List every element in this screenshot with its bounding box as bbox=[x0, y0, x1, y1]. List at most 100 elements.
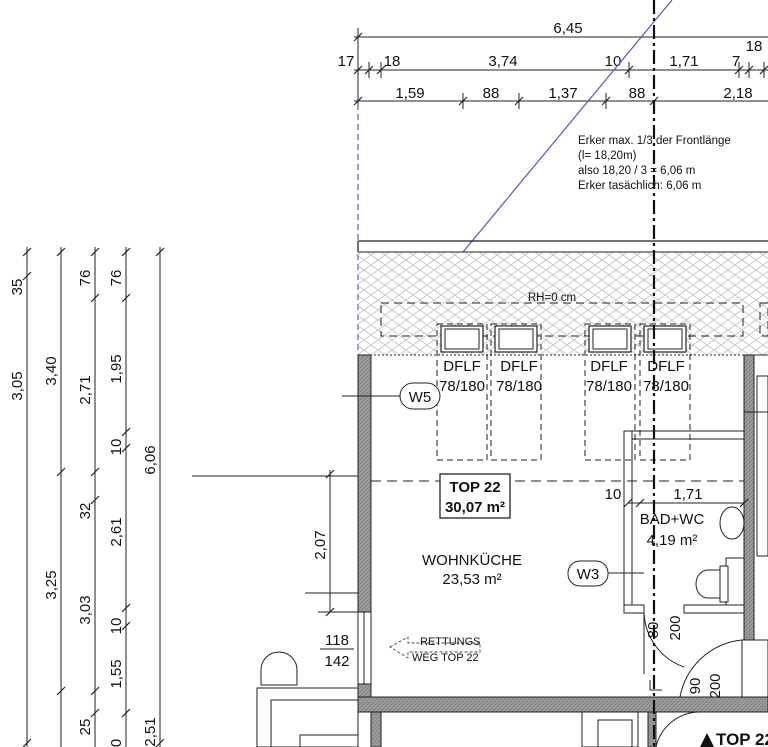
corridor-wall bbox=[741, 639, 768, 698]
dim-r3-a: 1,59 bbox=[395, 85, 424, 102]
window-height: 142 bbox=[324, 653, 349, 670]
note-line-1: Erker max. 1/3 der Frontlänge bbox=[578, 135, 731, 147]
skylight-2 bbox=[490, 323, 542, 461]
outside-lower-detail bbox=[299, 734, 359, 747]
note-line-3: also 18,20 / 3 = 6,06 m bbox=[578, 165, 695, 177]
skylight-1-type: DFLF bbox=[443, 358, 481, 375]
w5-label: W5 bbox=[409, 389, 432, 406]
bath-left-wall bbox=[623, 430, 633, 614]
dim-c3-b: 2,71 bbox=[77, 375, 94, 404]
unit-area: 30,07 m² bbox=[445, 499, 505, 516]
dim-total-width: 6,45 bbox=[553, 20, 582, 37]
skylight-2-size: 78/180 bbox=[496, 378, 542, 395]
entry-door-width: 90 bbox=[687, 678, 704, 695]
skylight-4-type: DFLF bbox=[647, 358, 685, 375]
note-line-4: Erker tasächlich: 6,06 m bbox=[578, 180, 701, 192]
dim-c2-b: 3,25 bbox=[43, 570, 60, 599]
top-dimension-ticks bbox=[353, 32, 768, 106]
dim-c4-a: 76 bbox=[108, 270, 125, 287]
dim-c3-d: 3,03 bbox=[77, 595, 94, 624]
dim-r3-b: 88 bbox=[483, 85, 500, 102]
bath-dim-b: 1,71 bbox=[673, 486, 702, 503]
dim-c2-a: 3,40 bbox=[43, 356, 60, 385]
entry-door-height: 200 bbox=[707, 673, 724, 698]
room-bad-name: BAD+WC bbox=[640, 511, 705, 528]
bath-bottom-wall-left bbox=[623, 604, 645, 614]
left-dimension-lines bbox=[26, 247, 360, 747]
dim-c3-a: 76 bbox=[77, 270, 94, 287]
skylight-4-size: 78/180 bbox=[643, 378, 689, 395]
bottom-door-post bbox=[647, 711, 657, 747]
left-dimension-ticks bbox=[22, 247, 335, 747]
room-bad-area: 4,19 m² bbox=[647, 532, 698, 549]
lower-door-swing bbox=[655, 711, 701, 747]
erker-diagonal-line bbox=[462, 0, 673, 253]
dim-r2-f: 7 bbox=[732, 53, 740, 70]
dim-r2-g: 18 bbox=[746, 38, 763, 55]
dim-inner-height: 2,07 bbox=[312, 530, 329, 559]
toilet-tank-icon bbox=[719, 565, 729, 603]
toilet-icon bbox=[695, 569, 721, 599]
bath-door-height: 200 bbox=[667, 615, 684, 640]
dim-r3-d: 88 bbox=[629, 85, 646, 102]
dim-r2-a: 17 bbox=[338, 53, 355, 70]
room-wohnkueche-name: WOHNKÜCHE bbox=[422, 551, 522, 569]
right-neighbour-wall bbox=[756, 375, 768, 557]
entry-label: TOP 22 bbox=[716, 730, 768, 747]
bath-door-swing bbox=[643, 612, 685, 674]
bath-threshold-mark bbox=[649, 680, 662, 691]
room-wohnkueche-area: 23,53 m² bbox=[442, 571, 501, 588]
w3-tag bbox=[567, 560, 609, 587]
dim-c3-e: 25 bbox=[77, 719, 94, 736]
w5-tag bbox=[399, 382, 441, 410]
dim-c5-a: 6,06 bbox=[142, 445, 159, 474]
dim-r2-e: 1,71 bbox=[669, 53, 698, 70]
note-line-2: (l= 18,20m) bbox=[578, 150, 637, 162]
window-width: 118 bbox=[325, 632, 349, 649]
bath-shaft bbox=[725, 557, 745, 606]
skylight-4 bbox=[639, 323, 691, 461]
washbasin-icon bbox=[719, 506, 745, 540]
escape-route-line-2: WEG TOP 22 bbox=[412, 652, 479, 664]
dim-c4-b: 1,95 bbox=[108, 354, 125, 383]
dim-r2-c: 3,74 bbox=[488, 53, 517, 70]
dim-r3-c: 1,37 bbox=[548, 85, 577, 102]
bath-top-wall bbox=[623, 430, 745, 440]
left-dimension-text: 35 3,05 3,40 3,25 76 2,71 32 3,03 25 76 … bbox=[9, 270, 329, 747]
skylight-1-size: 78/180 bbox=[439, 378, 485, 395]
dim-r2-b: 18 bbox=[384, 53, 401, 70]
entry-door-swing bbox=[679, 639, 743, 698]
rh-label: RH=0 cm bbox=[528, 292, 576, 304]
dim-c3-c: 32 bbox=[77, 503, 94, 520]
bottom-left-pillar bbox=[370, 711, 382, 747]
bottom-niche-inner bbox=[597, 719, 633, 747]
skylights bbox=[436, 323, 691, 461]
dim-c5-b: 2,51 bbox=[142, 717, 159, 746]
entry-triangle-icon bbox=[700, 733, 714, 747]
dim-c1-b: 3,05 bbox=[9, 371, 26, 400]
dim-c4-f: 1,55 bbox=[108, 659, 125, 688]
skylight-3 bbox=[584, 323, 636, 461]
dim-c4-g: 0 bbox=[108, 739, 125, 747]
rh-zone-box-right bbox=[759, 302, 768, 337]
unit-box bbox=[439, 473, 511, 519]
escape-route-line-1: RETTUNGS bbox=[420, 636, 481, 648]
dim-c1-a: 35 bbox=[9, 279, 26, 296]
rh-zone-box bbox=[380, 302, 744, 337]
dim-c4-c: 10 bbox=[108, 439, 125, 456]
dim-r3-e: 2,18 bbox=[723, 85, 752, 102]
dim-c4-e: 10 bbox=[108, 618, 125, 635]
bath-dim-a: 10 bbox=[605, 486, 622, 503]
skylight-3-size: 78/180 bbox=[586, 378, 632, 395]
bath-bottom-wall-right bbox=[683, 604, 745, 614]
w3-label: W3 bbox=[577, 566, 600, 583]
escape-route-arrow-icon bbox=[389, 636, 481, 659]
skylight-3-type: DFLF bbox=[590, 358, 628, 375]
outside-bay-element bbox=[260, 651, 298, 686]
dim-r2-d: 10 bbox=[605, 53, 622, 70]
skylight-2-type: DFLF bbox=[500, 358, 538, 375]
skylight-1 bbox=[436, 323, 488, 461]
unit-title: TOP 22 bbox=[449, 479, 500, 496]
